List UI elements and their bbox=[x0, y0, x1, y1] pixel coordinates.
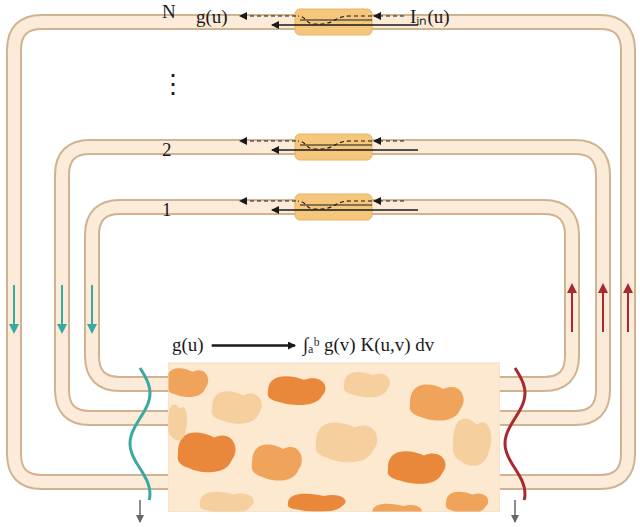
medium-texture bbox=[168, 330, 500, 512]
coupling-path bbox=[298, 201, 372, 209]
loop-index: 2 bbox=[162, 140, 172, 159]
signal-arrow bbox=[272, 149, 418, 151]
scatter-region bbox=[446, 492, 488, 512]
coupling-path bbox=[298, 141, 372, 149]
output-signal: g(u) bbox=[196, 7, 228, 26]
medium-border bbox=[168, 363, 500, 512]
input-function: g(u) bbox=[172, 335, 204, 354]
input-arrow bbox=[374, 15, 404, 16]
scatter-region bbox=[212, 391, 262, 424]
coupler bbox=[295, 134, 372, 160]
output-arrow bbox=[139, 500, 141, 522]
flow-arrow bbox=[571, 285, 573, 332]
scatter-region bbox=[344, 372, 390, 397]
loop-index: 1 bbox=[162, 200, 172, 219]
coupling-path bbox=[298, 16, 372, 24]
waveguide bbox=[92, 207, 572, 384]
scatter-region bbox=[168, 404, 187, 440]
scatter-region bbox=[268, 376, 326, 405]
loop-index: N bbox=[162, 2, 176, 21]
coupler bbox=[295, 194, 372, 220]
flow-arrow bbox=[602, 285, 604, 332]
scatter-region bbox=[288, 494, 346, 512]
transform-arrow bbox=[212, 344, 295, 347]
input-field bbox=[130, 368, 150, 500]
input-arrow bbox=[374, 140, 404, 141]
ellipsis: ⋮ bbox=[160, 72, 186, 98]
output-field bbox=[505, 368, 525, 500]
output-arrow bbox=[514, 500, 516, 522]
integral-transform: ∫ₐᵇ g(v) K(u,v) dv bbox=[303, 335, 434, 354]
scatter-region bbox=[168, 368, 208, 397]
coupler bbox=[295, 9, 372, 35]
medium-ground bbox=[168, 363, 500, 512]
signal-arrow bbox=[272, 209, 418, 211]
flow-arrow bbox=[627, 285, 629, 332]
output-arrow bbox=[240, 15, 296, 16]
scatter-region bbox=[388, 451, 446, 484]
output-arrow bbox=[240, 200, 296, 201]
flow-arrow bbox=[61, 285, 63, 332]
input-signal: Iᵢₙ(u) bbox=[410, 7, 450, 26]
waveguide-outline bbox=[92, 207, 572, 384]
flow-arrow bbox=[13, 285, 15, 332]
scatter-region bbox=[316, 423, 378, 463]
scatter-region bbox=[453, 419, 492, 466]
scatter-region bbox=[252, 444, 302, 480]
kernel-medium: g(u) ∫ₐᵇ g(v) K(u,v) dv bbox=[168, 330, 500, 512]
scatter-region bbox=[200, 492, 254, 512]
output-arrow bbox=[240, 140, 296, 141]
scatter-region bbox=[410, 384, 464, 420]
input-arrow bbox=[374, 200, 404, 201]
scatter-region bbox=[372, 504, 422, 512]
flow-arrow bbox=[91, 285, 93, 332]
scatter-region bbox=[178, 433, 236, 473]
signal-arrow bbox=[272, 24, 418, 26]
